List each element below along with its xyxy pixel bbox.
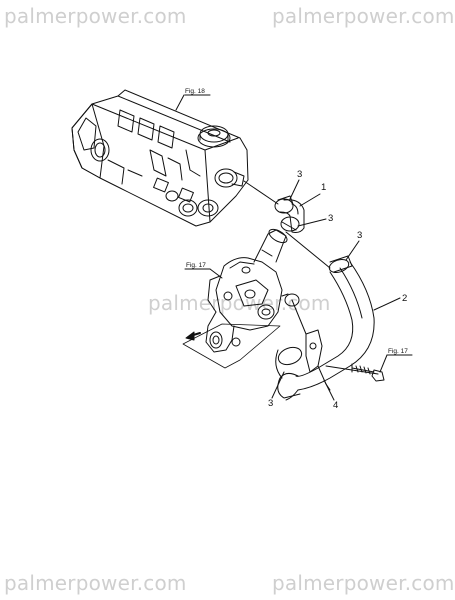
clamp-elbow-lower	[280, 216, 300, 232]
callout-clamp-hose-top: 3	[357, 230, 362, 241]
lower-elbow	[277, 372, 301, 399]
watermark-bottom-left: palmerpower.com	[4, 571, 187, 595]
elbow-hose	[279, 199, 305, 233]
callout-bracket: 4	[333, 400, 338, 411]
callouts-hose: 3 2	[345, 230, 407, 311]
fig17-pump-label: Fig. 17	[186, 262, 206, 269]
watermark-bottom-right: palmerpower.com	[272, 571, 455, 595]
pump-mounting-outline	[182, 323, 281, 369]
callout-clamp-elbow-lower: 3	[328, 213, 333, 224]
fig17-bolt-label: Fig. 17	[388, 348, 408, 355]
fig17-bolt-reference: Fig. 17	[379, 348, 413, 373]
clamp-hose-top	[328, 259, 350, 273]
water-pump	[205, 228, 300, 353]
heat-exchanger-housing	[71, 89, 249, 227]
flow-arrow-icon	[185, 331, 201, 341]
clamp-bottom	[277, 346, 303, 366]
fig17-pump-reference: Fig. 17	[184, 262, 223, 279]
long-coolant-hose	[295, 255, 375, 391]
callout-clamp-top: 3	[297, 169, 302, 180]
clamp-upper	[274, 198, 294, 214]
fig18-label: Fig. 18	[185, 88, 205, 95]
mounting-bolt	[325, 363, 385, 382]
elbow-hose-assembly	[274, 195, 305, 233]
callouts-elbow: 3 1 3	[289, 169, 333, 227]
callout-hose: 2	[402, 293, 407, 304]
callout-elbow: 1	[321, 182, 326, 193]
bracket	[305, 329, 323, 373]
callout-clamp-bottom: 3	[268, 398, 273, 409]
watermark-top-right: palmerpower.com	[272, 4, 455, 28]
watermark-top-left: palmerpower.com	[4, 4, 187, 28]
fig18-reference: Fig. 18	[175, 88, 211, 111]
callouts-lower: 3 4	[268, 371, 338, 411]
